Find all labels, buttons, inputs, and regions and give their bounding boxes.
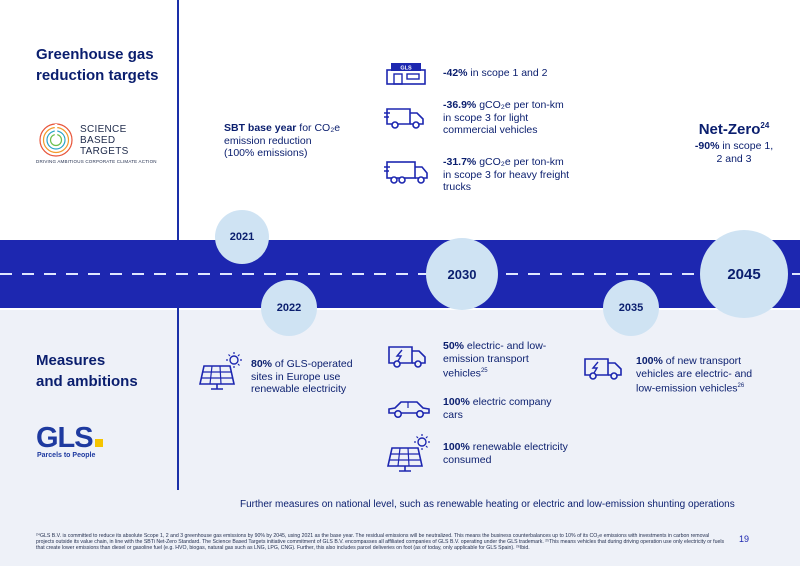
electric-car-icon [388,401,430,419]
vehicles2030-bold: 50% [443,340,465,352]
scope12-text: -42% in scope 1 and 2 [443,67,593,80]
targets-heading: Greenhouse gas reduction targets [36,46,159,84]
gls-logo-dot [94,439,103,447]
net-zero-label: Net-Zero [698,121,761,138]
building-sign-label: GLS [400,66,412,72]
electric-van-icon [388,346,426,368]
measures-heading: Measures and ambitions [36,352,138,390]
base-year-rest: for CO₂e emission reduction (100% emissi… [224,122,341,159]
heavy-rest: gCO₂e per ton-km in scope 3 for heavy fr… [443,156,570,193]
sites-rest: of GLS-operated sites in Europe use rene… [251,358,353,395]
year-2030-circle: 2030 [426,238,498,310]
net-zero-sup: 24 [760,121,770,130]
vehicles2035-bold: 100% [636,355,663,367]
sites-text: 80% of GLS-operated sites in Europe use … [251,358,366,396]
cars-bold: 100% [443,396,470,408]
renewable-solar-icon [387,434,430,472]
vehicles2030-sup: 25 [480,368,488,374]
sbt-logo-subtitle: DRIVING AMBITIOUS CORPORATE CLIMATE ACTI… [36,159,157,164]
electric-van-2035-icon [584,358,622,380]
cars-text: 100% electric company cars [443,396,568,421]
gls-logo-text: GLS [36,422,94,454]
base-year-text: SBT base year for CO₂e emission reductio… [224,122,344,160]
vehicles2035-rest: of new transport vehicles are electric- … [636,355,753,395]
page-number: 19 [739,534,750,544]
gls-logo: GLS [36,422,103,455]
net-zero-block: Net-Zero24 -90% in scope 1, 2 and 3 [692,121,776,165]
net-zero-rest: in scope 1, 2 and 3 [716,140,774,165]
elec-bold: 100% [443,441,470,453]
sbt-logo-text: SCIENCE BASED TARGETS [80,124,129,157]
sbt-logo-icon [39,123,73,157]
road-lane-marking [0,273,800,275]
vehicles2030-rest: electric- and low-emission transport veh… [443,340,547,380]
solar-panel-icon [199,352,242,390]
sites-bold: 80% [251,358,273,370]
year-2035-circle: 2035 [603,280,659,336]
heavy-bold: -31.7% [443,156,477,168]
net-zero-title: Net-Zero24 [692,121,776,138]
footnote: ²⁴GLS B.V. is committed to reduce its ab… [36,533,725,552]
light-van-icon [384,108,424,129]
cars-rest: electric company cars [443,396,552,421]
vehicles2035-text: 100% of new transport vehicles are elect… [636,355,766,395]
net-zero-text: -90% in scope 1, 2 and 3 [692,140,776,165]
light-rest: gCO₂e per ton-km in scope 3 for light co… [443,99,564,136]
vehicles2035-sup: 26 [737,383,745,389]
further-measures-text: Further measures on national level, such… [240,499,735,510]
light-vehicles-text: -36.9% gCO₂e per ton-km in scope 3 for l… [443,99,573,137]
heavy-vehicles-text: -31.7% gCO₂e per ton-km in scope 3 for h… [443,156,573,194]
year-2022-circle: 2022 [261,280,317,336]
elec-rest: renewable electricity consumed [443,441,568,466]
year-2021-circle: 2021 [215,210,269,264]
gls-building-icon: GLS [386,63,426,85]
electricity-text: 100% renewable electricity consumed [443,441,578,466]
base-year-bold: SBT base year [224,122,297,134]
scope12-rest: in scope 1 and 2 [467,67,548,79]
year-2045-circle: 2045 [700,230,788,318]
light-bold: -36.9% [443,99,477,111]
scope12-bold: -42% [443,67,468,79]
net-zero-bold: -90% [694,140,720,152]
gls-tagline: Parcels to People [37,452,96,459]
heavy-truck-icon [384,161,428,184]
vehicles2030-text: 50% electric- and low-emission transport… [443,340,568,380]
